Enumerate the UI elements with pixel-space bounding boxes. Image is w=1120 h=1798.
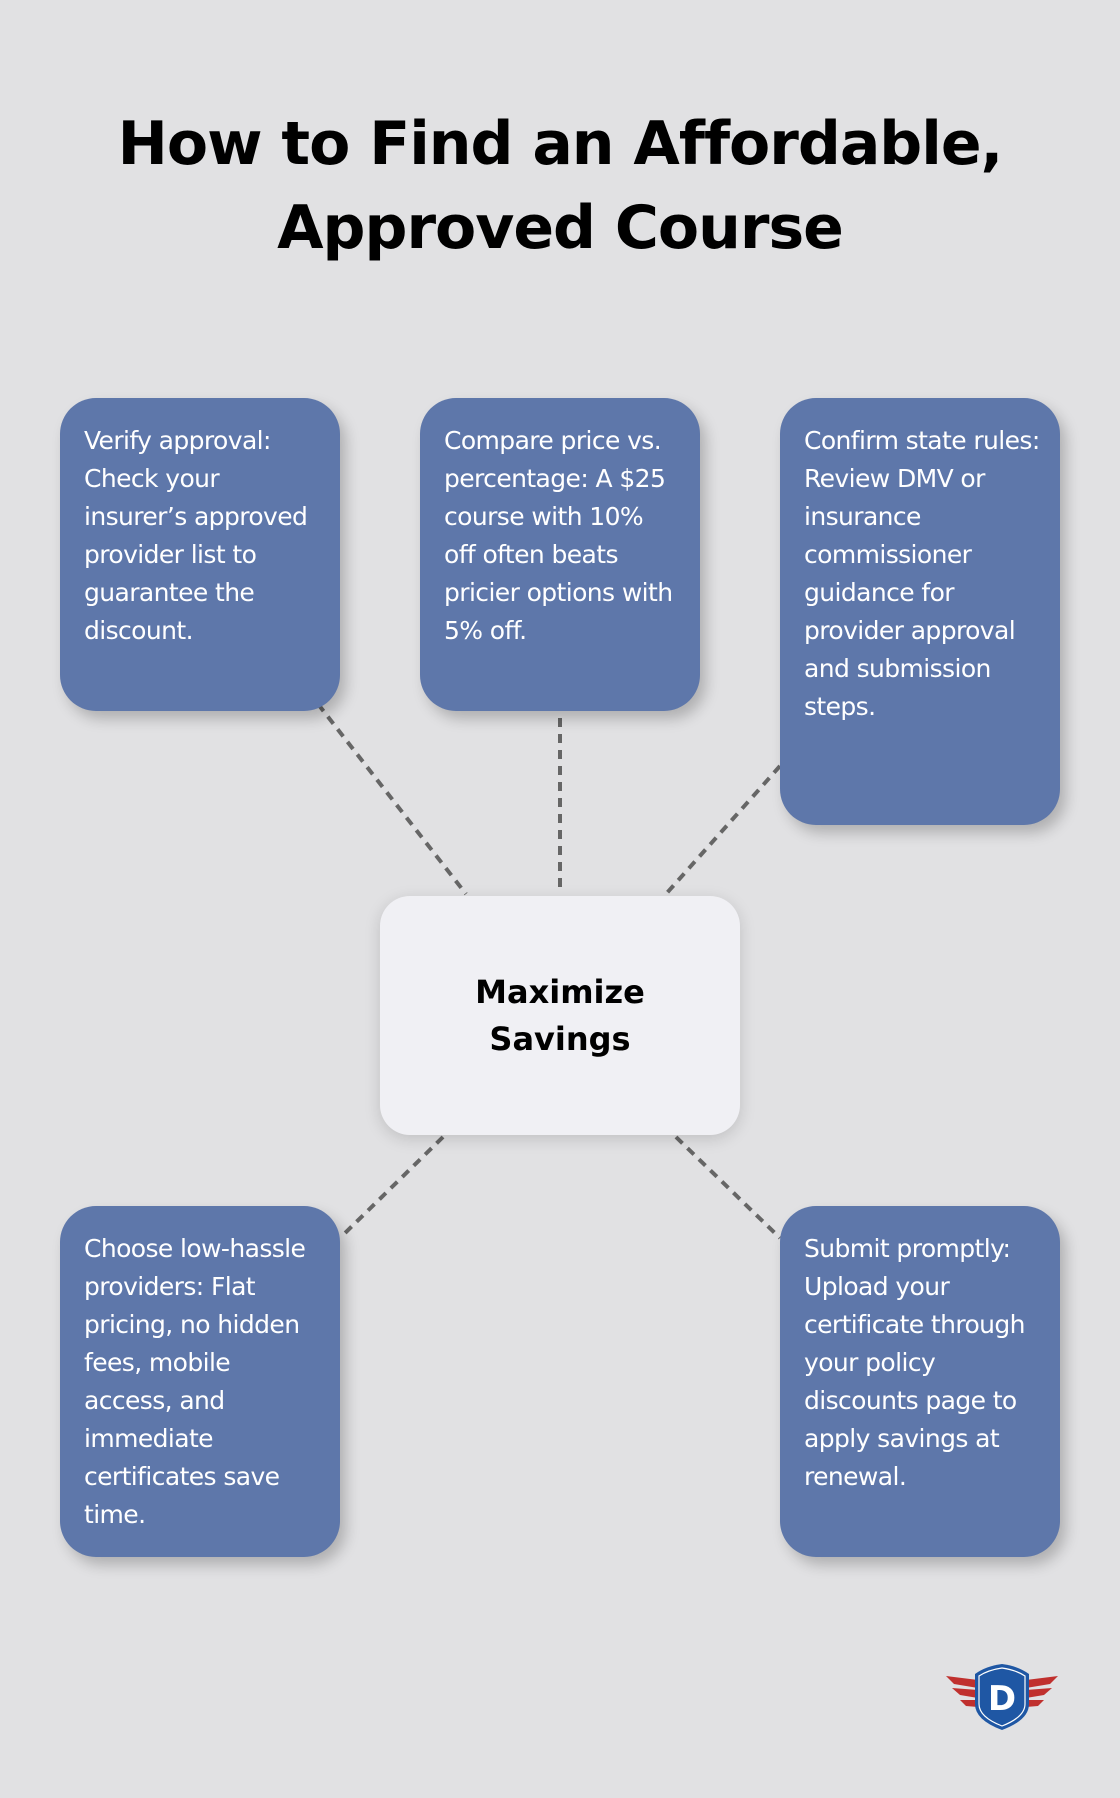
title-line-2: Approved Course <box>277 193 844 263</box>
card-choose-low-hassle: Choose low-hassle providers: Flat pricin… <box>60 1206 340 1557</box>
connector-confirm-state-rules <box>664 764 782 896</box>
card-text: Choose low-hassle providers: Flat pricin… <box>84 1234 306 1529</box>
shield-icon <box>975 1664 1029 1730</box>
center-label: Maximize Savings <box>475 972 645 1058</box>
page-title: How to Find an Affordable, Approved Cour… <box>0 102 1120 270</box>
card-submit-promptly: Submit promptly: Upload your certificate… <box>780 1206 1060 1557</box>
card-text: Compare price vs. percentage: A $25 cour… <box>444 426 673 645</box>
card-compare-price: Compare price vs. percentage: A $25 cour… <box>420 398 700 711</box>
connector-choose-low-hassle <box>340 1135 445 1238</box>
logo-letter: D <box>988 1679 1016 1719</box>
card-text: Submit promptly: Upload your certificate… <box>804 1234 1026 1491</box>
card-confirm-state-rules: Confirm state rules: Review DMV or insur… <box>780 398 1060 825</box>
card-text: Verify approval: Check your insurer’s ap… <box>84 426 308 645</box>
center-node: Maximize Savings <box>380 896 740 1135</box>
brand-logo-icon: D <box>946 1664 1058 1730</box>
title-line-1: How to Find an Affordable, <box>117 109 1004 179</box>
card-text: Confirm state rules: Review DMV or insur… <box>804 426 1040 721</box>
connector-submit-promptly <box>674 1135 782 1240</box>
card-verify-approval: Verify approval: Check your insurer’s ap… <box>60 398 340 711</box>
connector-verify-approval <box>316 702 468 896</box>
wings-icon <box>946 1676 1058 1707</box>
